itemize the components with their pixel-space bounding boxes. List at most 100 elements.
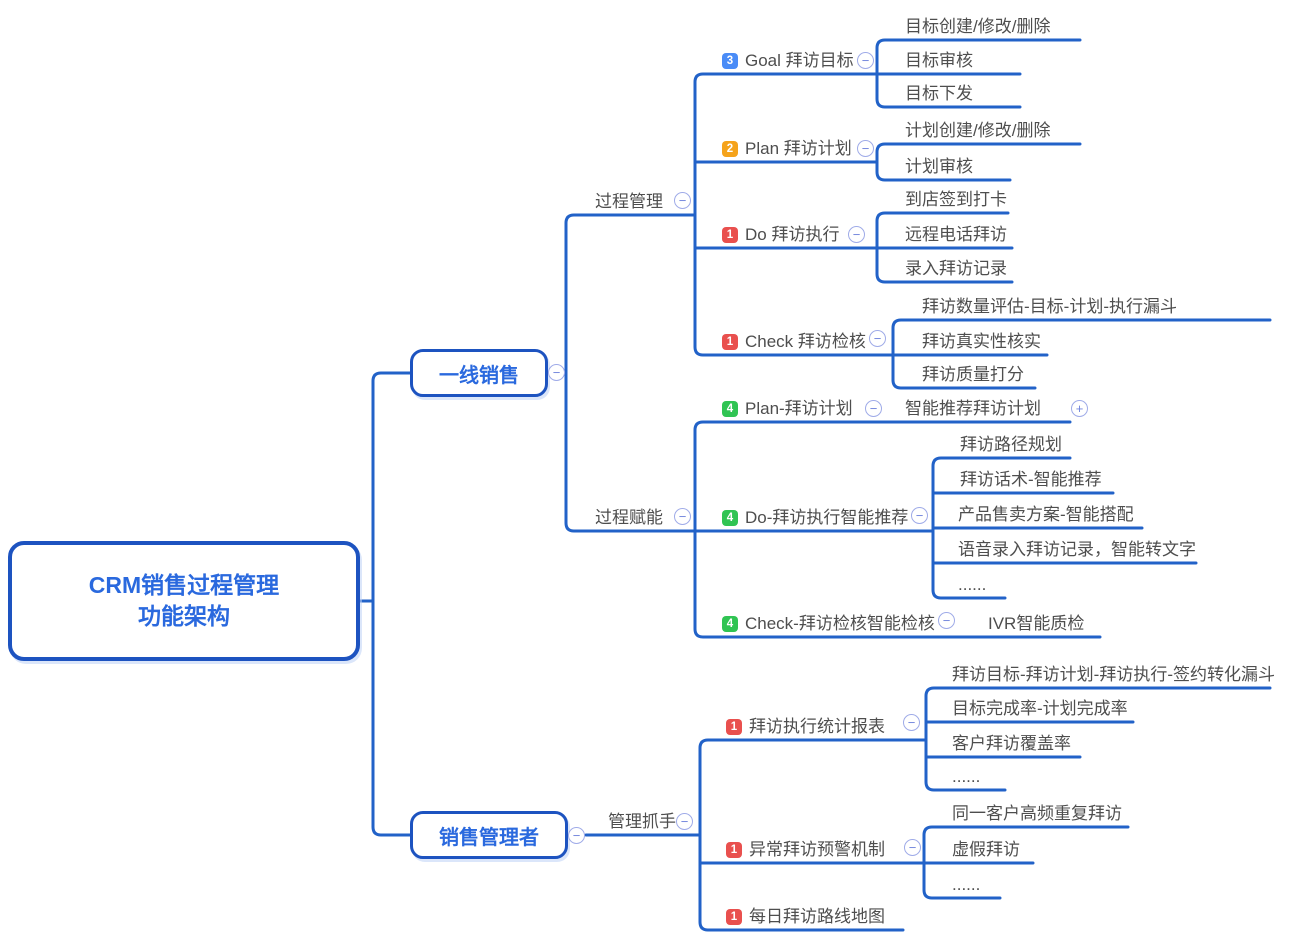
node-product-bundle[interactable]: 产品售卖方案-智能搭配 [958, 505, 1134, 525]
node-coverage-rate[interactable]: 客户拜访覆盖率 [952, 734, 1071, 754]
node-label: 拜访目标-拜访计划-拜访执行-签约转化漏斗 [952, 665, 1275, 684]
node-do[interactable]: 1 Do 拜访执行 [722, 225, 839, 245]
node-visit-report[interactable]: 1 拜访执行统计报表 [726, 717, 885, 737]
node-process-enablement[interactable]: 过程赋能 [595, 508, 663, 528]
node-check-funnel[interactable]: 拜访数量评估-目标-计划-执行漏斗 [922, 297, 1177, 317]
node-frontline-sales[interactable]: 一线销售 [410, 349, 548, 397]
node-label: 同一客户高频重复拜访 [952, 804, 1122, 823]
node-enable-check[interactable]: 4 Check-拜访检核智能检核 [722, 614, 935, 634]
branch-connectors [356, 38, 1272, 932]
node-label: 产品售卖方案-智能搭配 [958, 505, 1134, 524]
expand-button-smart-plan-recommend[interactable]: + [1071, 400, 1088, 417]
node-enable-do[interactable]: 4 Do-拜访执行智能推荐 [722, 508, 908, 528]
node-label: 一线销售 [439, 364, 519, 387]
node-repeat-visit[interactable]: 同一客户高频重复拜访 [952, 804, 1122, 824]
node-check-authenticity[interactable]: 拜访真实性核实 [922, 332, 1041, 352]
node-label: 目标创建/修改/删除 [905, 17, 1051, 36]
collapse-button-enable-plan[interactable]: − [865, 400, 882, 417]
node-check[interactable]: 1 Check 拜访检核 [722, 332, 866, 352]
node-label: 目标下发 [905, 84, 973, 103]
node-goal-dispatch[interactable]: 目标下发 [905, 84, 973, 104]
node-label: 拜访数量评估-目标-计划-执行漏斗 [922, 297, 1177, 316]
priority-badge: 1 [722, 227, 738, 243]
node-label: Goal 拜访目标 [745, 51, 854, 70]
node-fake-visit[interactable]: 虚假拜访 [952, 840, 1020, 860]
collapse-button-enable-do[interactable]: − [911, 507, 928, 524]
node-route-planning[interactable]: 拜访路径规划 [960, 435, 1062, 455]
node-label: ...... [958, 575, 987, 594]
node-enable-plan[interactable]: 4 Plan-拜访计划 [722, 399, 853, 419]
collapse-button-plan[interactable]: − [857, 140, 874, 157]
collapse-button-check[interactable]: − [869, 330, 886, 347]
priority-badge: 1 [726, 909, 742, 925]
central-topic-line2: 功能架构 [137, 603, 230, 629]
node-do-checkin[interactable]: 到店签到打卡 [905, 190, 1007, 210]
priority-badge: 1 [726, 842, 742, 858]
node-talk-script-recommend[interactable]: 拜访话术-智能推荐 [960, 470, 1102, 490]
node-conversion-funnel[interactable]: 拜访目标-拜访计划-拜访执行-签约转化漏斗 [952, 665, 1275, 685]
node-voice-to-text[interactable]: 语音录入拜访记录，智能转文字 [958, 540, 1196, 560]
collapse-button-management-grip[interactable]: − [676, 813, 693, 830]
central-topic-line1: CRM销售过程管理 [88, 572, 280, 598]
node-plan-create[interactable]: 计划创建/修改/删除 [905, 121, 1050, 141]
node-abnormal-visit-alert[interactable]: 1 异常拜访预警机制 [726, 840, 885, 860]
node-label: 拜访质量打分 [922, 365, 1024, 384]
node-do-phone-visit[interactable]: 远程电话拜访 [905, 225, 1007, 245]
priority-badge: 1 [722, 334, 738, 350]
collapse-button-goal[interactable]: − [857, 52, 874, 69]
node-label: Do 拜访执行 [745, 225, 840, 244]
priority-badge: 4 [722, 510, 738, 526]
node-label: 销售管理者 [439, 826, 539, 849]
node-smart-plan-recommend[interactable]: 智能推荐拜访计划 [905, 399, 1041, 419]
priority-badge: 2 [722, 141, 738, 157]
node-management-grip[interactable]: 管理抓手 [608, 812, 676, 832]
node-report-more[interactable]: ...... [952, 767, 980, 787]
node-ivr-quality-check[interactable]: IVR智能质检 [988, 614, 1084, 634]
priority-badge: 4 [722, 616, 738, 632]
node-alert-more[interactable]: ...... [952, 875, 980, 895]
priority-badge: 1 [726, 719, 742, 735]
collapse-button-frontline[interactable]: − [548, 364, 565, 381]
node-label: 录入拜访记录 [905, 259, 1007, 278]
node-label: 拜访执行统计报表 [749, 717, 885, 736]
node-completion-rate[interactable]: 目标完成率-计划完成率 [952, 699, 1128, 719]
node-enable-do-more[interactable]: ...... [958, 575, 986, 595]
node-label: 计划创建/修改/删除 [905, 121, 1051, 140]
node-label: Plan-拜访计划 [745, 399, 853, 418]
collapse-button-process-enablement[interactable]: − [674, 508, 691, 525]
collapse-button-process-management[interactable]: − [674, 192, 691, 209]
node-label: Check 拜访检核 [745, 332, 866, 351]
node-label: 过程赋能 [595, 508, 663, 527]
node-goal-create[interactable]: 目标创建/修改/删除 [905, 17, 1050, 37]
node-label: 远程电话拜访 [905, 225, 1007, 244]
node-plan[interactable]: 2 Plan 拜访计划 [722, 139, 852, 159]
node-label: 语音录入拜访记录，智能转文字 [958, 540, 1196, 559]
node-daily-route-map[interactable]: 1 每日拜访路线地图 [726, 907, 885, 927]
node-label: IVR智能质检 [988, 614, 1085, 633]
node-plan-review[interactable]: 计划审核 [905, 157, 973, 177]
node-label: 拜访话术-智能推荐 [960, 470, 1102, 489]
node-label: ...... [952, 767, 981, 786]
node-goal[interactable]: 3 Goal 拜访目标 [722, 51, 854, 71]
node-label: ...... [952, 875, 981, 894]
node-label: 过程管理 [595, 192, 663, 211]
node-label: Plan 拜访计划 [745, 139, 852, 158]
collapse-button-visit-report[interactable]: − [903, 714, 920, 731]
node-goal-review[interactable]: 目标审核 [905, 51, 973, 71]
node-label: 目标审核 [905, 51, 973, 70]
node-do-record[interactable]: 录入拜访记录 [905, 259, 1007, 279]
node-check-scoring[interactable]: 拜访质量打分 [922, 365, 1024, 385]
central-topic[interactable]: CRM销售过程管理 功能架构 [8, 541, 360, 661]
collapse-button-do[interactable]: − [848, 226, 865, 243]
node-label: 拜访真实性核实 [922, 332, 1041, 351]
collapse-button-manager[interactable]: − [568, 827, 585, 844]
node-process-management[interactable]: 过程管理 [595, 192, 663, 212]
collapse-button-enable-check[interactable]: − [938, 612, 955, 629]
node-sales-manager[interactable]: 销售管理者 [410, 811, 568, 859]
collapse-button-abnormal-visit-alert[interactable]: − [904, 839, 921, 856]
node-label: 客户拜访覆盖率 [952, 734, 1071, 753]
node-label: 异常拜访预警机制 [749, 840, 885, 859]
node-label: 每日拜访路线地图 [749, 907, 885, 926]
